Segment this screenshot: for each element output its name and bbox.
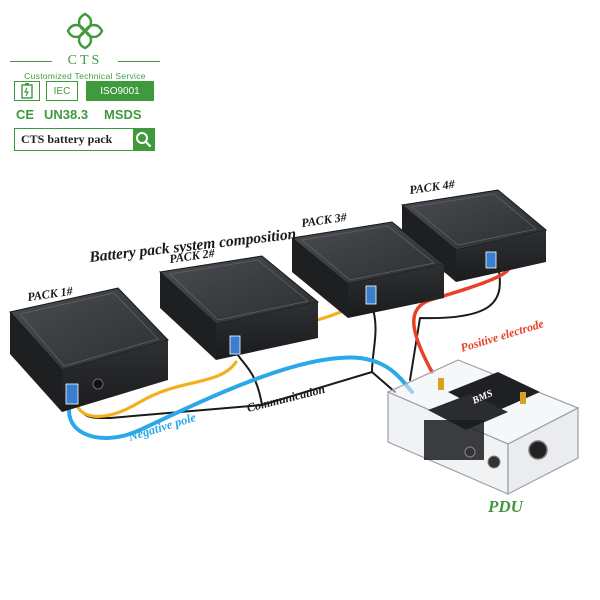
- msds-mark: MSDS: [104, 107, 142, 122]
- pack-link-1-2: [74, 360, 238, 418]
- battery-pack-1: [9, 287, 169, 412]
- communication-line-5: [371, 371, 396, 393]
- brand-rule-left: [10, 61, 52, 62]
- positive-electrode-label: Positive electrode: [459, 316, 546, 355]
- iec-badge: IEC: [46, 81, 78, 101]
- search-box[interactable]: CTS battery pack: [14, 128, 155, 151]
- pack-1-label: PACK 1#: [26, 284, 74, 304]
- battery-pack-2: [158, 255, 320, 360]
- cts-logo-icon: [66, 12, 104, 50]
- iso-label: ISO9001: [100, 85, 140, 97]
- iec-label: IEC: [53, 85, 71, 97]
- pdu-label: PDU: [487, 497, 524, 516]
- negative-pole-line: [67, 355, 414, 440]
- pack-3-label: PACK 3#: [300, 210, 348, 230]
- brand-name: CTS: [67, 53, 103, 68]
- communication-line-4: [409, 265, 501, 381]
- brand-tagline: Customized Technical Service: [24, 71, 146, 81]
- search-icon: [136, 132, 152, 148]
- un383-mark: UN38.3: [44, 107, 89, 122]
- brand-rule-right: [118, 61, 160, 62]
- cert-badges-row: IEC ISO9001: [14, 81, 154, 103]
- pack-2-label: PACK 2#: [168, 246, 216, 266]
- pack-4-label: PACK 4#: [408, 177, 456, 197]
- pdu-unit: [386, 359, 580, 495]
- battery-pack-3: [290, 221, 446, 318]
- search-label: CTS battery pack: [21, 132, 113, 146]
- ce-mark: CE: [16, 107, 35, 122]
- search-button[interactable]: [133, 129, 154, 150]
- iso-badge: ISO9001: [86, 81, 154, 101]
- communication-line-2: [235, 351, 373, 406]
- battery-pack-4: [400, 189, 548, 282]
- battery-cert-icon: [14, 81, 40, 101]
